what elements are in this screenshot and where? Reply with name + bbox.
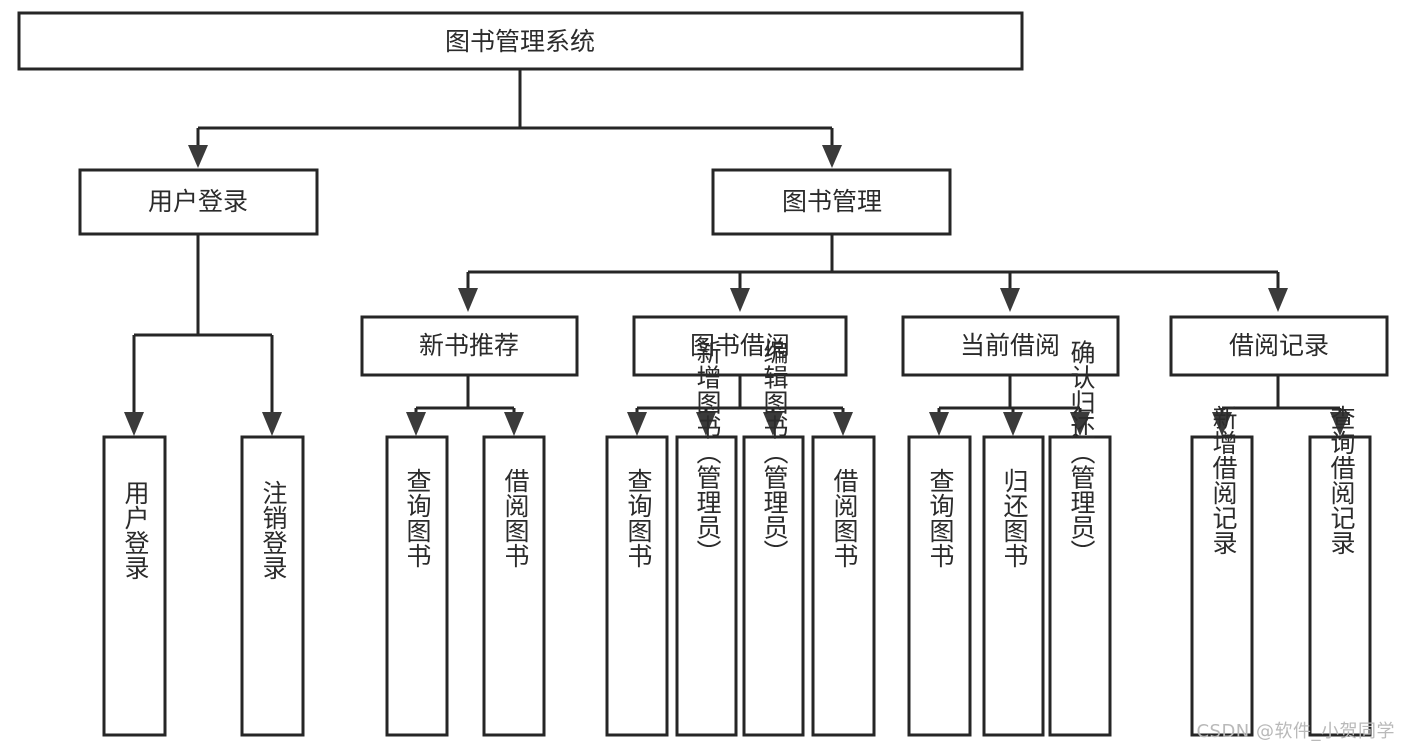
node-new-book-recommend[interactable]: 新书推荐 [360,315,579,377]
node-leaf-borrow-book-1-label: 借阅图书 [501,468,530,568]
node-leaf-query-record-label: 查询借阅记录 [1327,405,1356,555]
arrow-head-leaf-edit-book [763,412,783,436]
arrow-head-leaf-user-logout [262,412,282,436]
node-new-book-recommend-label: 新书推荐 [419,331,519,360]
node-user-login-box [78,168,319,236]
node-current-borrow[interactable]: 当前借阅 [901,315,1120,377]
node-leaf-query-record[interactable]: 查询借阅记录 [1308,405,1372,737]
arrow-head-leaf-query-book-1 [406,412,426,436]
node-leaf-query-book-1[interactable]: 查询图书 [385,435,449,737]
connector-group-current-borrow [929,375,1090,436]
arrow-head-current-borrow [1000,288,1020,312]
arrow-head-leaf-return-book [1003,412,1023,436]
node-book-borrow[interactable]: 图书借阅 [632,315,848,377]
node-leaf-borrow-book-2-label: 借阅图书 [830,468,859,568]
node-borrow-record-label: 借阅记录 [1229,331,1329,360]
connector-group-book-borrow [627,375,853,436]
connector-group-user-login [124,234,282,436]
node-current-borrow-label: 当前借阅 [960,331,1060,360]
node-leaf-edit-book-box [742,435,805,737]
arrow-head-leaf-borrow-book-1 [504,412,524,436]
connector-group-new-book-recommend [406,375,524,436]
node-book-borrow-label: 图书借阅 [690,331,790,360]
node-leaf-confirm-return-box [1048,435,1112,737]
connector-group-borrow-record [1212,375,1350,436]
node-leaf-user-logout-label: 注销登录 [259,480,288,580]
node-root-label: 图书管理系统 [445,27,595,56]
node-leaf-query-book-2-label: 查询图书 [624,468,653,568]
node-root-box [17,11,1024,71]
node-leaf-confirm-return[interactable]: 确认归还（管理员） [1048,340,1112,737]
node-leaf-query-book-3-box [907,435,972,737]
node-leaf-user-login-box [102,435,167,737]
node-leaf-confirm-return-label: 确认归还（管理员） [1067,340,1096,565]
node-leaf-borrow-book-1-box [482,435,546,737]
connector-group-root [188,69,842,168]
node-leaf-borrow-book-1[interactable]: 借阅图书 [482,435,546,737]
node-leaf-borrow-book-2[interactable]: 借阅图书 [811,435,876,737]
arrow-head-leaf-user-login [124,412,144,436]
arrow-head-leaf-add-book [696,412,716,436]
node-leaf-user-logout-box [240,435,305,737]
node-leaf-query-book-2[interactable]: 查询图书 [605,435,669,737]
node-book-borrow-box [632,315,848,377]
node-leaf-query-book-1-box [385,435,449,737]
node-leaf-add-book-label: 新增图书（管理员） [693,340,722,565]
arrow-head-new-book-recommend [458,288,478,312]
node-borrow-record-box [1169,315,1389,377]
node-leaf-query-book-1-label: 查询图书 [403,468,432,568]
node-leaf-add-record-label: 新增借阅记录 [1209,405,1238,555]
node-user-login-label: 用户登录 [148,187,248,216]
node-leaf-return-book-box [982,435,1045,737]
node-leaf-add-book[interactable]: 新增图书（管理员） [675,340,738,737]
node-leaf-user-login-label: 用户登录 [121,480,150,580]
node-leaf-query-record-box [1308,435,1372,737]
node-leaf-query-book-2-box [605,435,669,737]
node-leaf-add-book-box [675,435,738,737]
arrow-head-leaf-query-book-2 [627,412,647,436]
node-leaf-user-login[interactable]: 用户登录 [102,435,167,737]
node-leaf-add-record[interactable]: 新增借阅记录 [1190,405,1254,737]
node-user-login[interactable]: 用户登录 [78,168,319,236]
node-borrow-record[interactable]: 借阅记录 [1169,315,1389,377]
arrow-head-leaf-borrow-book-2 [833,412,853,436]
node-leaf-add-record-box [1190,435,1254,737]
node-new-book-recommend-box [360,315,579,377]
node-leaf-borrow-book-2-box [811,435,876,737]
arrow-head-borrow-record [1268,288,1288,312]
connector-group-book-manage [458,234,1288,312]
node-root[interactable]: 图书管理系统 [17,11,1024,71]
node-leaf-return-book[interactable]: 归还图书 [982,435,1045,737]
node-leaf-edit-book[interactable]: 编辑图书（管理员） [742,340,805,737]
arrow-head-leaf-add-record [1212,412,1232,436]
node-leaf-user-logout[interactable]: 注销登录 [240,435,305,737]
arrow-head-leaf-confirm-return [1070,412,1090,436]
node-leaf-query-book-3[interactable]: 查询图书 [907,435,972,737]
watermark-label: CSDN @软件_小贺同学 [1196,721,1395,742]
arrow-head-book-borrow [730,288,750,312]
node-leaf-edit-book-label: 编辑图书（管理员） [760,340,789,565]
node-book-manage-box [711,168,952,236]
arrow-head-book-manage [822,145,842,168]
node-book-manage-label: 图书管理 [782,187,882,216]
node-book-manage[interactable]: 图书管理 [711,168,952,236]
arrow-head-leaf-query-record [1330,412,1350,436]
arrow-head-leaf-query-book-3 [929,412,949,436]
arrow-head-user-login [188,145,208,168]
node-leaf-query-book-3-label: 查询图书 [926,468,955,568]
node-leaf-return-book-label: 归还图书 [1000,468,1029,568]
node-current-borrow-box [901,315,1120,377]
